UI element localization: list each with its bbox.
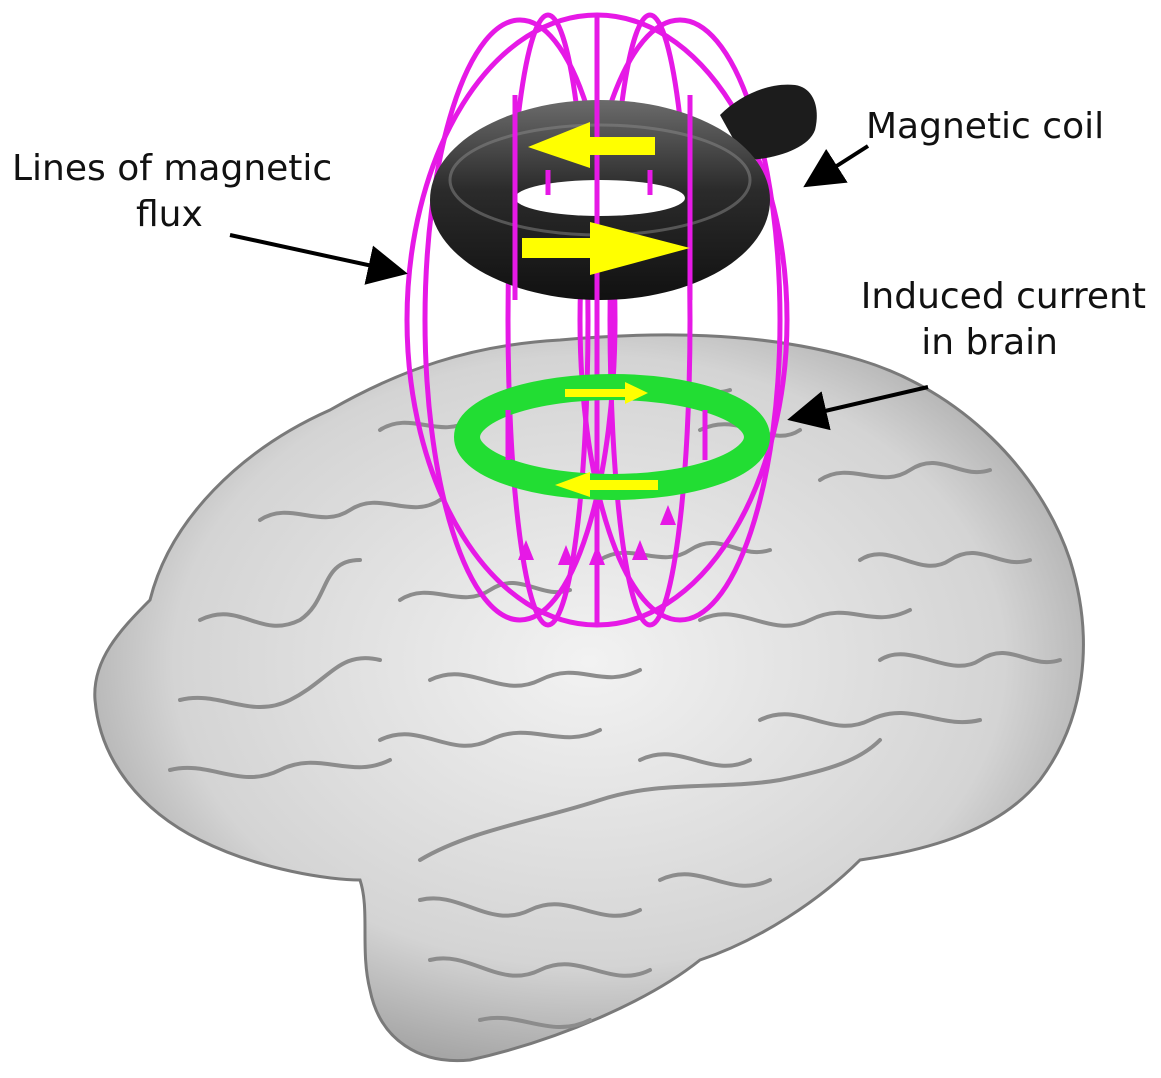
label-induced-current-line2: in brain (836, 320, 1146, 366)
label-induced-current-line1: Induced current (836, 274, 1146, 320)
label-induced-current: Induced current in brain (836, 274, 1146, 366)
label-magnetic-flux-line2: flux (12, 192, 342, 238)
pointer-arrow-flux (230, 235, 400, 272)
label-magnetic-coil: Magnetic coil (866, 104, 1104, 150)
pointer-arrow-coil (810, 146, 868, 183)
coil-hole (515, 180, 685, 216)
magnetic-coil (430, 85, 817, 300)
label-magnetic-flux: Lines of magnetic flux (12, 146, 342, 238)
label-magnetic-flux-line1: Lines of magnetic (12, 146, 342, 192)
